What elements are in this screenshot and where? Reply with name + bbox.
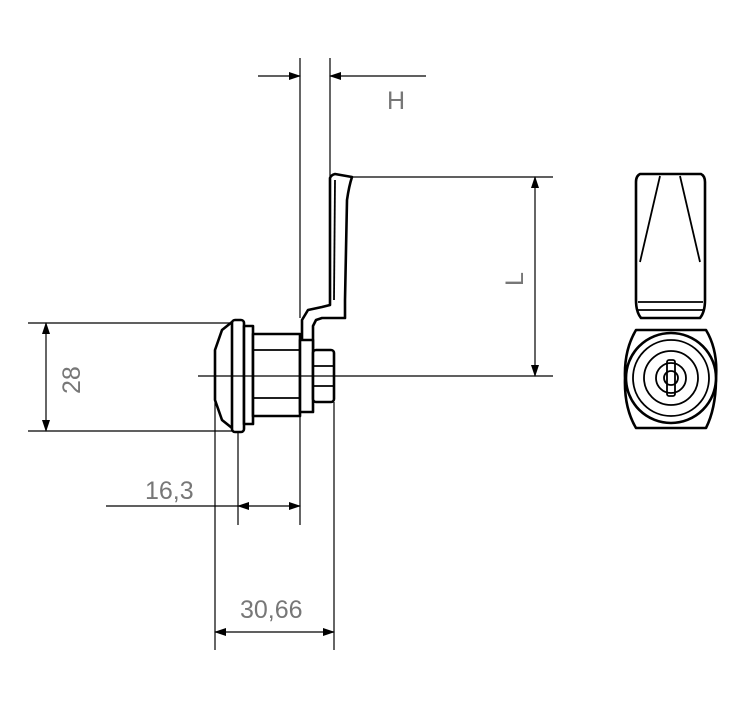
front-view <box>623 172 718 430</box>
dim-label-16-3: 16,3 <box>145 477 194 505</box>
dim-label-30-66: 30,66 <box>240 596 303 624</box>
dim-label-l: L <box>501 272 529 286</box>
front-lever <box>634 172 707 320</box>
dimension-lines <box>28 58 553 650</box>
dim-label-h: H <box>387 87 405 115</box>
dim-label-28: 28 <box>58 366 86 394</box>
side-view <box>198 172 553 434</box>
lock-body <box>251 332 302 418</box>
